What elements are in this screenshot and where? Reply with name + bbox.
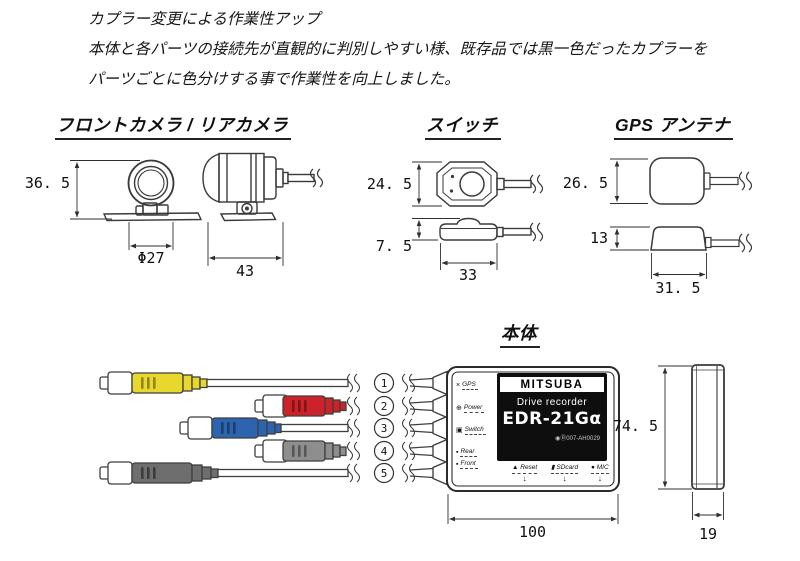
- port-label-front: ▪ Front: [456, 460, 478, 469]
- dimension-main-width: 100: [518, 523, 547, 541]
- cable-3: 3: [179, 416, 434, 440]
- dimension-main-depth: 19: [698, 525, 718, 543]
- dimension-camera-length: 43: [235, 262, 255, 280]
- rear-camera-icon: ▪: [456, 449, 459, 456]
- section-title-gps: GPS アンテナ: [614, 112, 734, 140]
- certification-text: ◉Ⓡ007-AH0029: [555, 436, 600, 442]
- bottom-label-reset: ▲ Reset ↓: [512, 464, 538, 483]
- switch-top-view-drawing: [436, 161, 544, 207]
- dimension-switch-thickness: 7. 5: [375, 237, 412, 255]
- dimension-camera-height: 36. 5: [24, 174, 70, 192]
- intro-line-2: 本体と各パーツの接続先が直観的に判別しやすい様、既存品では黒一色だったカプラーを: [88, 41, 708, 58]
- brand-logo: MITSUBA: [500, 377, 604, 392]
- bottom-label-mic: ● MIC ↓: [591, 464, 609, 483]
- model-number: EDR-21Gα: [502, 409, 602, 429]
- cable-4: 4: [254, 439, 434, 463]
- gps-top-view-drawing: [649, 157, 753, 205]
- gps-side-view-drawing: [650, 226, 753, 253]
- dimension-gps-height: 26. 5: [562, 174, 608, 192]
- port-label-switch: ▣ Switch: [456, 426, 486, 435]
- gps-dimension-lines: [610, 158, 707, 279]
- front-camera-icon: ▪: [456, 461, 459, 468]
- cable-2: 2: [254, 394, 434, 418]
- cable-1: 1: [99, 371, 434, 395]
- dimension-switch-height: 24. 5: [366, 175, 412, 193]
- camera-side-view-drawing: [202, 152, 324, 222]
- insert-arrow-icon: ↓: [597, 473, 602, 483]
- svg-text:5: 5: [381, 467, 388, 480]
- svg-text:1: 1: [381, 377, 388, 390]
- switch-icon: ▣: [456, 427, 463, 434]
- cable-5: 5: [99, 461, 434, 485]
- intro-line-3: パーツごとに色分けする事で作業性を向上しました。: [88, 71, 460, 88]
- main-dimension-lines: [447, 365, 724, 524]
- port-label-power: ⊕ Power: [456, 404, 485, 413]
- intro-line-1: カプラー変更による作業性アップ: [88, 11, 321, 28]
- dimension-main-height: 74. 5: [612, 417, 658, 435]
- dimension-gps-width: 31. 5: [655, 279, 701, 297]
- insert-arrow-icon: ↓: [562, 473, 567, 483]
- device-side-drawing: [691, 364, 725, 490]
- section-title-switch: スイッチ: [425, 112, 501, 140]
- power-icon: ⊕: [456, 405, 462, 412]
- section-title-main: 本体: [500, 320, 540, 348]
- reset-icon: ▲: [512, 464, 519, 471]
- insert-arrow-icon: ↓: [522, 473, 527, 483]
- port-label-gps: × GPS: [456, 381, 478, 390]
- mic-icon: ●: [591, 464, 595, 471]
- camera-dimension-lines: [70, 160, 284, 266]
- switch-side-view-drawing: [439, 217, 544, 242]
- dimension-switch-width: 33: [458, 266, 478, 284]
- gps-antenna-icon: ×: [456, 382, 461, 389]
- svg-text:4: 4: [381, 445, 388, 458]
- svg-text:3: 3: [381, 422, 388, 435]
- device-connector-sockets: [432, 370, 448, 486]
- product-name: Drive recorder: [516, 397, 588, 408]
- dimension-gps-thickness: 13: [589, 229, 608, 247]
- switch-dimension-lines: [412, 161, 498, 270]
- section-title-camera: フロントカメラ / リアカメラ: [55, 112, 292, 140]
- port-label-rear: ▪ Rear: [456, 448, 477, 457]
- camera-front-view-drawing: [102, 159, 203, 222]
- bottom-label-sdcard: ▮ SDcard ↓: [551, 464, 579, 483]
- intro-text: カプラー変更による作業性アップ 本体と各パーツの接続先が直観的に判別しやすい様、…: [88, 5, 708, 95]
- dimension-camera-diameter: Φ27: [137, 249, 165, 267]
- device-label-plate: MITSUBA Drive recorder EDR-21Gα ◉Ⓡ007-AH…: [497, 373, 607, 461]
- sdcard-icon: ▮: [551, 464, 555, 471]
- svg-text:2: 2: [381, 400, 388, 413]
